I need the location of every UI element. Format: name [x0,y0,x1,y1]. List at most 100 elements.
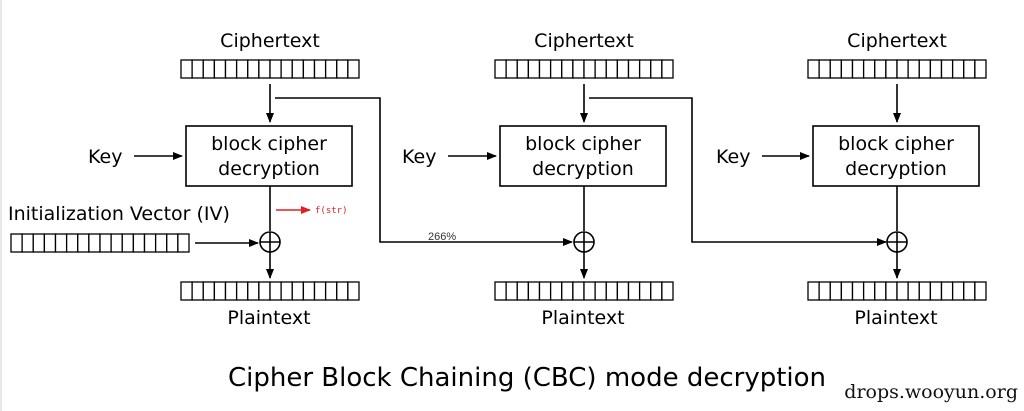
stage-3-cipher-line2: decryption [845,158,947,180]
block-cell [505,281,518,301]
block-cell [324,281,338,301]
block-cell [627,59,641,79]
iv-block [10,233,190,253]
block-cell [65,233,79,253]
block-cell [963,281,976,301]
block-cell [235,281,249,301]
block-cell [605,281,619,301]
stage-2-cipher-line2: decryption [532,158,634,180]
block-cell [572,59,585,79]
block-cell [202,59,216,79]
block-cell [549,281,563,301]
annotation-text: f(str) [315,206,348,216]
block-cell [538,59,552,79]
chain-1-to-2 [275,97,573,246]
block-cell [974,281,987,301]
stage-2-cipher-box [499,125,667,187]
block-cell [907,59,920,79]
block-cell [605,59,619,79]
block-cell [132,233,146,253]
block-cell [77,233,90,253]
block-cell [561,59,574,79]
block-cell [21,233,34,253]
block-cell [549,59,563,79]
stage-2-plaintext-block [494,281,674,301]
block-cell [594,281,607,301]
stage-1-xor-icon [259,231,281,253]
stage-3-cipher-box [812,125,980,187]
block-cell [54,233,68,253]
block-cell [661,281,674,301]
block-cell [874,281,887,301]
block-cell [862,59,876,79]
stage-1-plaintext-block [180,281,360,301]
block-cell [538,281,552,301]
block-cell [583,59,596,79]
stage-3-key-label: Key [716,146,750,168]
block-cell [88,233,101,253]
stage-2-xor-icon [573,231,595,253]
block-cell [235,59,249,79]
block-cell [291,281,305,301]
block-cell [302,281,316,301]
block-cell [638,281,652,301]
stage-1-cipher-line2: decryption [218,158,320,180]
block-cell [963,59,976,79]
block-cell [10,233,23,253]
overlay-text: 266% [428,231,456,243]
stage-1-ciphertext-block [180,59,360,79]
block-cell [818,59,831,79]
block-cell [851,59,865,79]
block-cell [247,281,260,301]
block-cell [154,233,168,253]
block-cell [527,59,541,79]
block-cell [561,281,574,301]
block-cell [650,281,663,301]
block-cell [885,281,898,301]
block-cell [313,59,327,79]
block-cell [516,281,530,301]
stage-3-ciphertext-label: Ciphertext [847,30,947,52]
stage-3: Ciphertext block cipher decryption Key P… [716,30,987,329]
block-cell [862,281,876,301]
stage-1-key-label: Key [88,146,122,168]
block-cell [191,59,204,79]
iv-label: Initialization Vector (IV) [8,203,230,225]
block-cell [940,281,954,301]
block-cell [494,59,507,79]
diagram-title: Cipher Block Chaining (CBC) mode decrypt… [228,363,826,393]
block-cell [166,233,179,253]
block-cell [583,281,596,301]
block-cell [951,281,965,301]
block-cell [807,281,820,301]
block-cell [851,281,865,301]
stage-2-cipher-line1: block cipher [525,133,641,155]
block-cell [324,59,338,79]
stage-3-ciphertext-block [807,59,987,79]
stage-2-ciphertext-label: Ciphertext [534,30,634,52]
block-cell [280,281,293,301]
block-cell [336,281,349,301]
block-cell [110,233,123,253]
block-cell [213,281,227,301]
block-cell [818,281,831,301]
stage-2-key-label: Key [402,146,436,168]
stage-2-ciphertext-block [494,59,674,79]
stage-2: Ciphertext block cipher decryption Key P… [402,30,674,329]
block-cell [313,281,327,301]
block-cell [840,59,854,79]
block-cell [177,233,190,253]
block-cell [302,59,316,79]
block-cell [269,281,282,301]
block-cell [929,281,943,301]
block-cell [143,233,157,253]
block-cell [807,59,820,79]
chain-2-to-3 [589,97,887,246]
block-cell [829,281,843,301]
stage-1-cipher-box [185,125,353,187]
stage-3-xor-icon [886,231,908,253]
block-cell [258,59,271,79]
block-cell [494,281,507,301]
block-cell [594,59,607,79]
